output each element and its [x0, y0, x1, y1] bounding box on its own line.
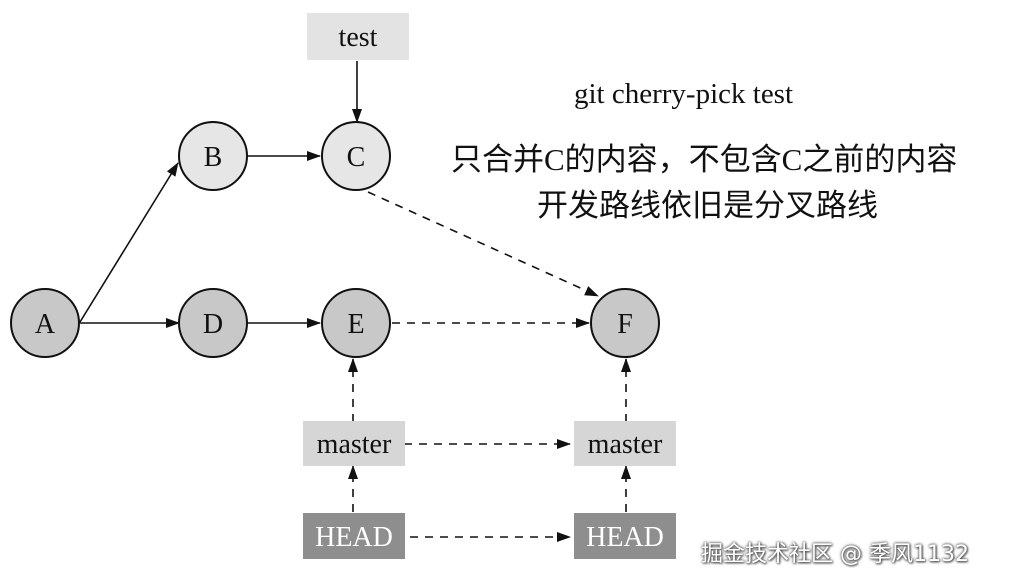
ref-head-after: HEAD	[574, 513, 676, 559]
caption-line-2: 开发路线依旧是分叉路线	[537, 188, 878, 223]
commit-b-label: B	[204, 142, 223, 173]
commit-d-label: D	[203, 309, 223, 340]
commit-e: E	[321, 288, 391, 358]
ref-master-after-label: master	[588, 429, 663, 460]
commit-d: D	[178, 288, 248, 358]
commit-b: B	[178, 121, 248, 191]
commit-e-label: E	[347, 309, 364, 340]
commit-f-label: F	[617, 309, 633, 340]
caption-line-1: 只合并C的内容，不包含C之前的内容	[451, 142, 958, 177]
ref-test: test	[307, 13, 409, 60]
commit-c: C	[321, 121, 391, 191]
commit-c-label: C	[347, 142, 366, 173]
edge-a-to-b	[79, 162, 179, 323]
edge-c-to-f-cherry-pick	[367, 191, 599, 297]
ref-head-before-label: HEAD	[315, 522, 393, 553]
commit-a: A	[10, 288, 80, 358]
ref-master-before: master	[303, 421, 405, 466]
watermark: 掘金技术社区 @ 季风1132	[701, 542, 969, 567]
caption-title: git cherry-pick test	[574, 78, 794, 110]
commit-a-label: A	[35, 309, 56, 340]
ref-test-label: test	[339, 22, 378, 53]
ref-master-after: master	[574, 421, 676, 466]
ref-head-after-label: HEAD	[586, 522, 664, 553]
ref-head-before: HEAD	[303, 513, 405, 559]
ref-master-before-label: master	[317, 429, 392, 460]
commit-f: F	[590, 288, 660, 358]
